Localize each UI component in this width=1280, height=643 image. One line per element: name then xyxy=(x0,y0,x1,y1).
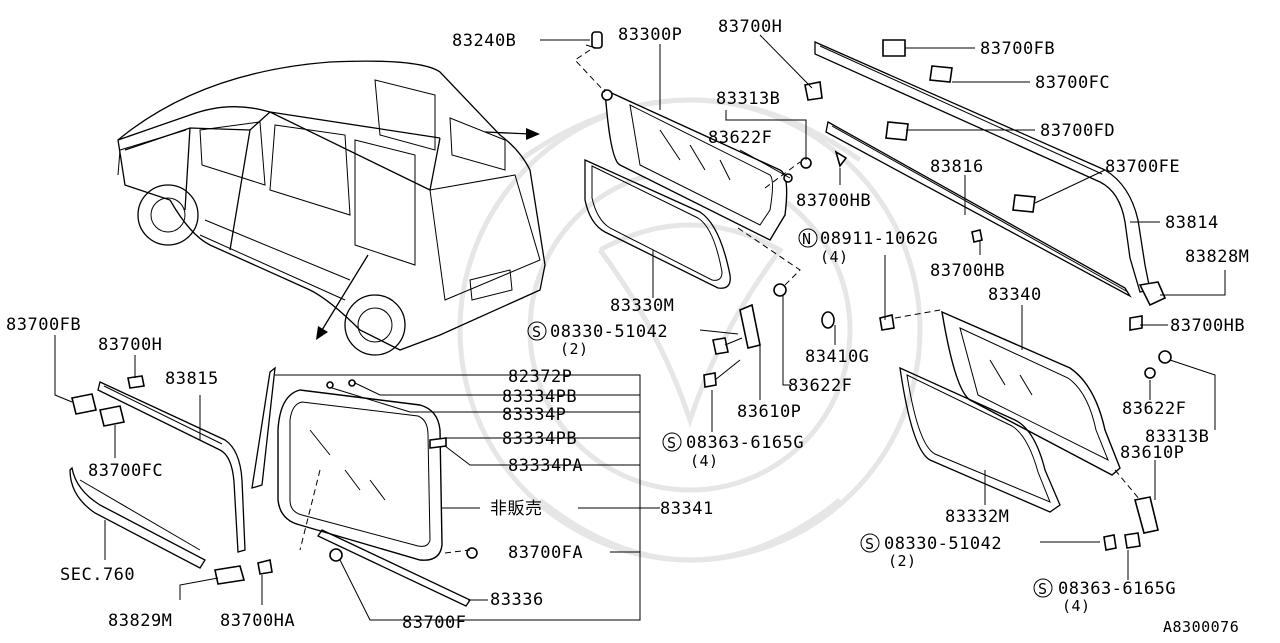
label-83700FE: 83700FE xyxy=(1105,157,1180,177)
qty-08363-mid: (4) xyxy=(690,452,719,470)
back-door-glass xyxy=(277,379,447,561)
pillar-82372P xyxy=(251,366,276,489)
label-not-for-sale: 非販売 xyxy=(490,499,543,519)
label-83300P: 83300P xyxy=(618,25,682,45)
screw-08363-mid-callout: S 08363-6165G (4) xyxy=(662,432,804,470)
trim-83700H-top xyxy=(804,81,823,101)
label-83332M: 83332M xyxy=(945,507,1009,527)
molding-sec760 xyxy=(69,466,206,569)
label-83610P-mid: 83610P xyxy=(737,402,801,422)
label-83334PA: 83334PA xyxy=(508,456,583,476)
label-sec760: SEC.760 xyxy=(60,565,135,585)
inner-molding-83816 xyxy=(825,120,1132,298)
label-83700H-left: 83700H xyxy=(98,335,162,355)
label-83334P: 83334P xyxy=(502,405,566,425)
label-83700FB-left: 83700FB xyxy=(6,315,81,335)
label-83622F-top: 83622F xyxy=(708,128,772,148)
label-83828M: 83828M xyxy=(1185,247,1249,267)
circled-s-1: S xyxy=(532,323,542,341)
label-83816: 83816 xyxy=(930,157,984,177)
label-83622F-mid: 83622F xyxy=(788,376,852,396)
label-83700FA: 83700FA xyxy=(508,543,583,563)
circled-s-2: S xyxy=(667,434,677,452)
nut-08911-callout: N 08911-1062G (4) xyxy=(798,228,938,266)
hardware-right xyxy=(879,314,1172,551)
label-83700F: 83700F xyxy=(402,613,466,633)
label-83700FC-left: 83700FC xyxy=(88,461,163,481)
label-83341: 83341 xyxy=(660,499,714,519)
weatherstrip-83332M xyxy=(899,366,1061,513)
diagram-code: A8300076 xyxy=(1163,618,1239,636)
small-parts-upper xyxy=(783,150,1143,331)
clip-83240B xyxy=(585,31,603,49)
label-83340: 83340 xyxy=(988,285,1042,305)
leader-lines xyxy=(54,34,1226,621)
label-83829M: 83829M xyxy=(108,611,172,631)
molding-83336 xyxy=(317,529,471,607)
label-83334PB-2: 83334PB xyxy=(502,429,577,449)
label-83336: 83336 xyxy=(490,590,544,610)
circled-n: N xyxy=(802,230,812,248)
label-08330-right: 08330-51042 xyxy=(884,534,1002,554)
qty-08330-right: (2) xyxy=(888,552,917,570)
label-83610P-right: 83610P xyxy=(1120,443,1184,463)
label-83330M: 83330M xyxy=(610,296,674,316)
hinge-83610P-mid xyxy=(703,283,835,388)
label-83700HB-top: 83700HB xyxy=(796,191,871,211)
label-83334PB-1: 83334PB xyxy=(502,387,577,407)
part-labels: 83240B 83300P 83700H 83313B 83622F 83700… xyxy=(6,17,1249,636)
label-83700H-top: 83700H xyxy=(718,17,782,37)
corner-83829M xyxy=(214,559,273,585)
label-83700HA: 83700HA xyxy=(220,611,295,631)
circled-s-4: S xyxy=(1038,580,1048,598)
label-83622F-right: 83622F xyxy=(1122,399,1186,419)
label-83814: 83814 xyxy=(1165,213,1219,233)
qty-08330-top: (2) xyxy=(560,340,589,358)
label-83815: 83815 xyxy=(165,369,219,389)
label-83313B-right: 83313B xyxy=(1145,427,1209,447)
label-83700HB-right: 83700HB xyxy=(1170,316,1245,336)
screw-08363-right-callout: S 08363-6165G (4) xyxy=(1033,578,1176,615)
molding-83815 xyxy=(71,375,246,553)
quarter-glass-upper xyxy=(601,88,788,241)
label-83700HB-mid: 83700HB xyxy=(930,261,1005,281)
van-illustration xyxy=(117,60,546,356)
outer-molding-upper xyxy=(814,39,1151,293)
label-83313B-top: 83313B xyxy=(716,89,780,109)
label-08330-top: 08330-51042 xyxy=(550,322,668,342)
clips-83700F xyxy=(329,547,478,562)
label-08363-right: 08363-6165G xyxy=(1058,579,1176,599)
label-08911: 08911-1062G xyxy=(820,229,938,249)
screw-08330-right-callout: S 08330-51042 (2) xyxy=(860,533,1002,570)
circled-s-3: S xyxy=(865,535,875,553)
label-83700FC-top: 83700FC xyxy=(1035,73,1110,93)
label-83410G: 83410G xyxy=(805,347,869,367)
label-83700FB-top: 83700FB xyxy=(980,39,1055,59)
screw-08330-top-callout: S 08330-51042 (2) xyxy=(527,321,668,358)
qty-08363-right: (4) xyxy=(1062,597,1091,615)
label-82372P: 82372P xyxy=(508,367,572,387)
qty-08911: (4) xyxy=(820,248,849,266)
bracket-83828M xyxy=(1138,281,1167,307)
label-83700FD: 83700FD xyxy=(1040,121,1115,141)
weatherstrip-83330M xyxy=(584,158,731,289)
label-83240B: 83240B xyxy=(452,31,516,51)
label-08363-mid: 08363-6165G xyxy=(686,433,804,453)
